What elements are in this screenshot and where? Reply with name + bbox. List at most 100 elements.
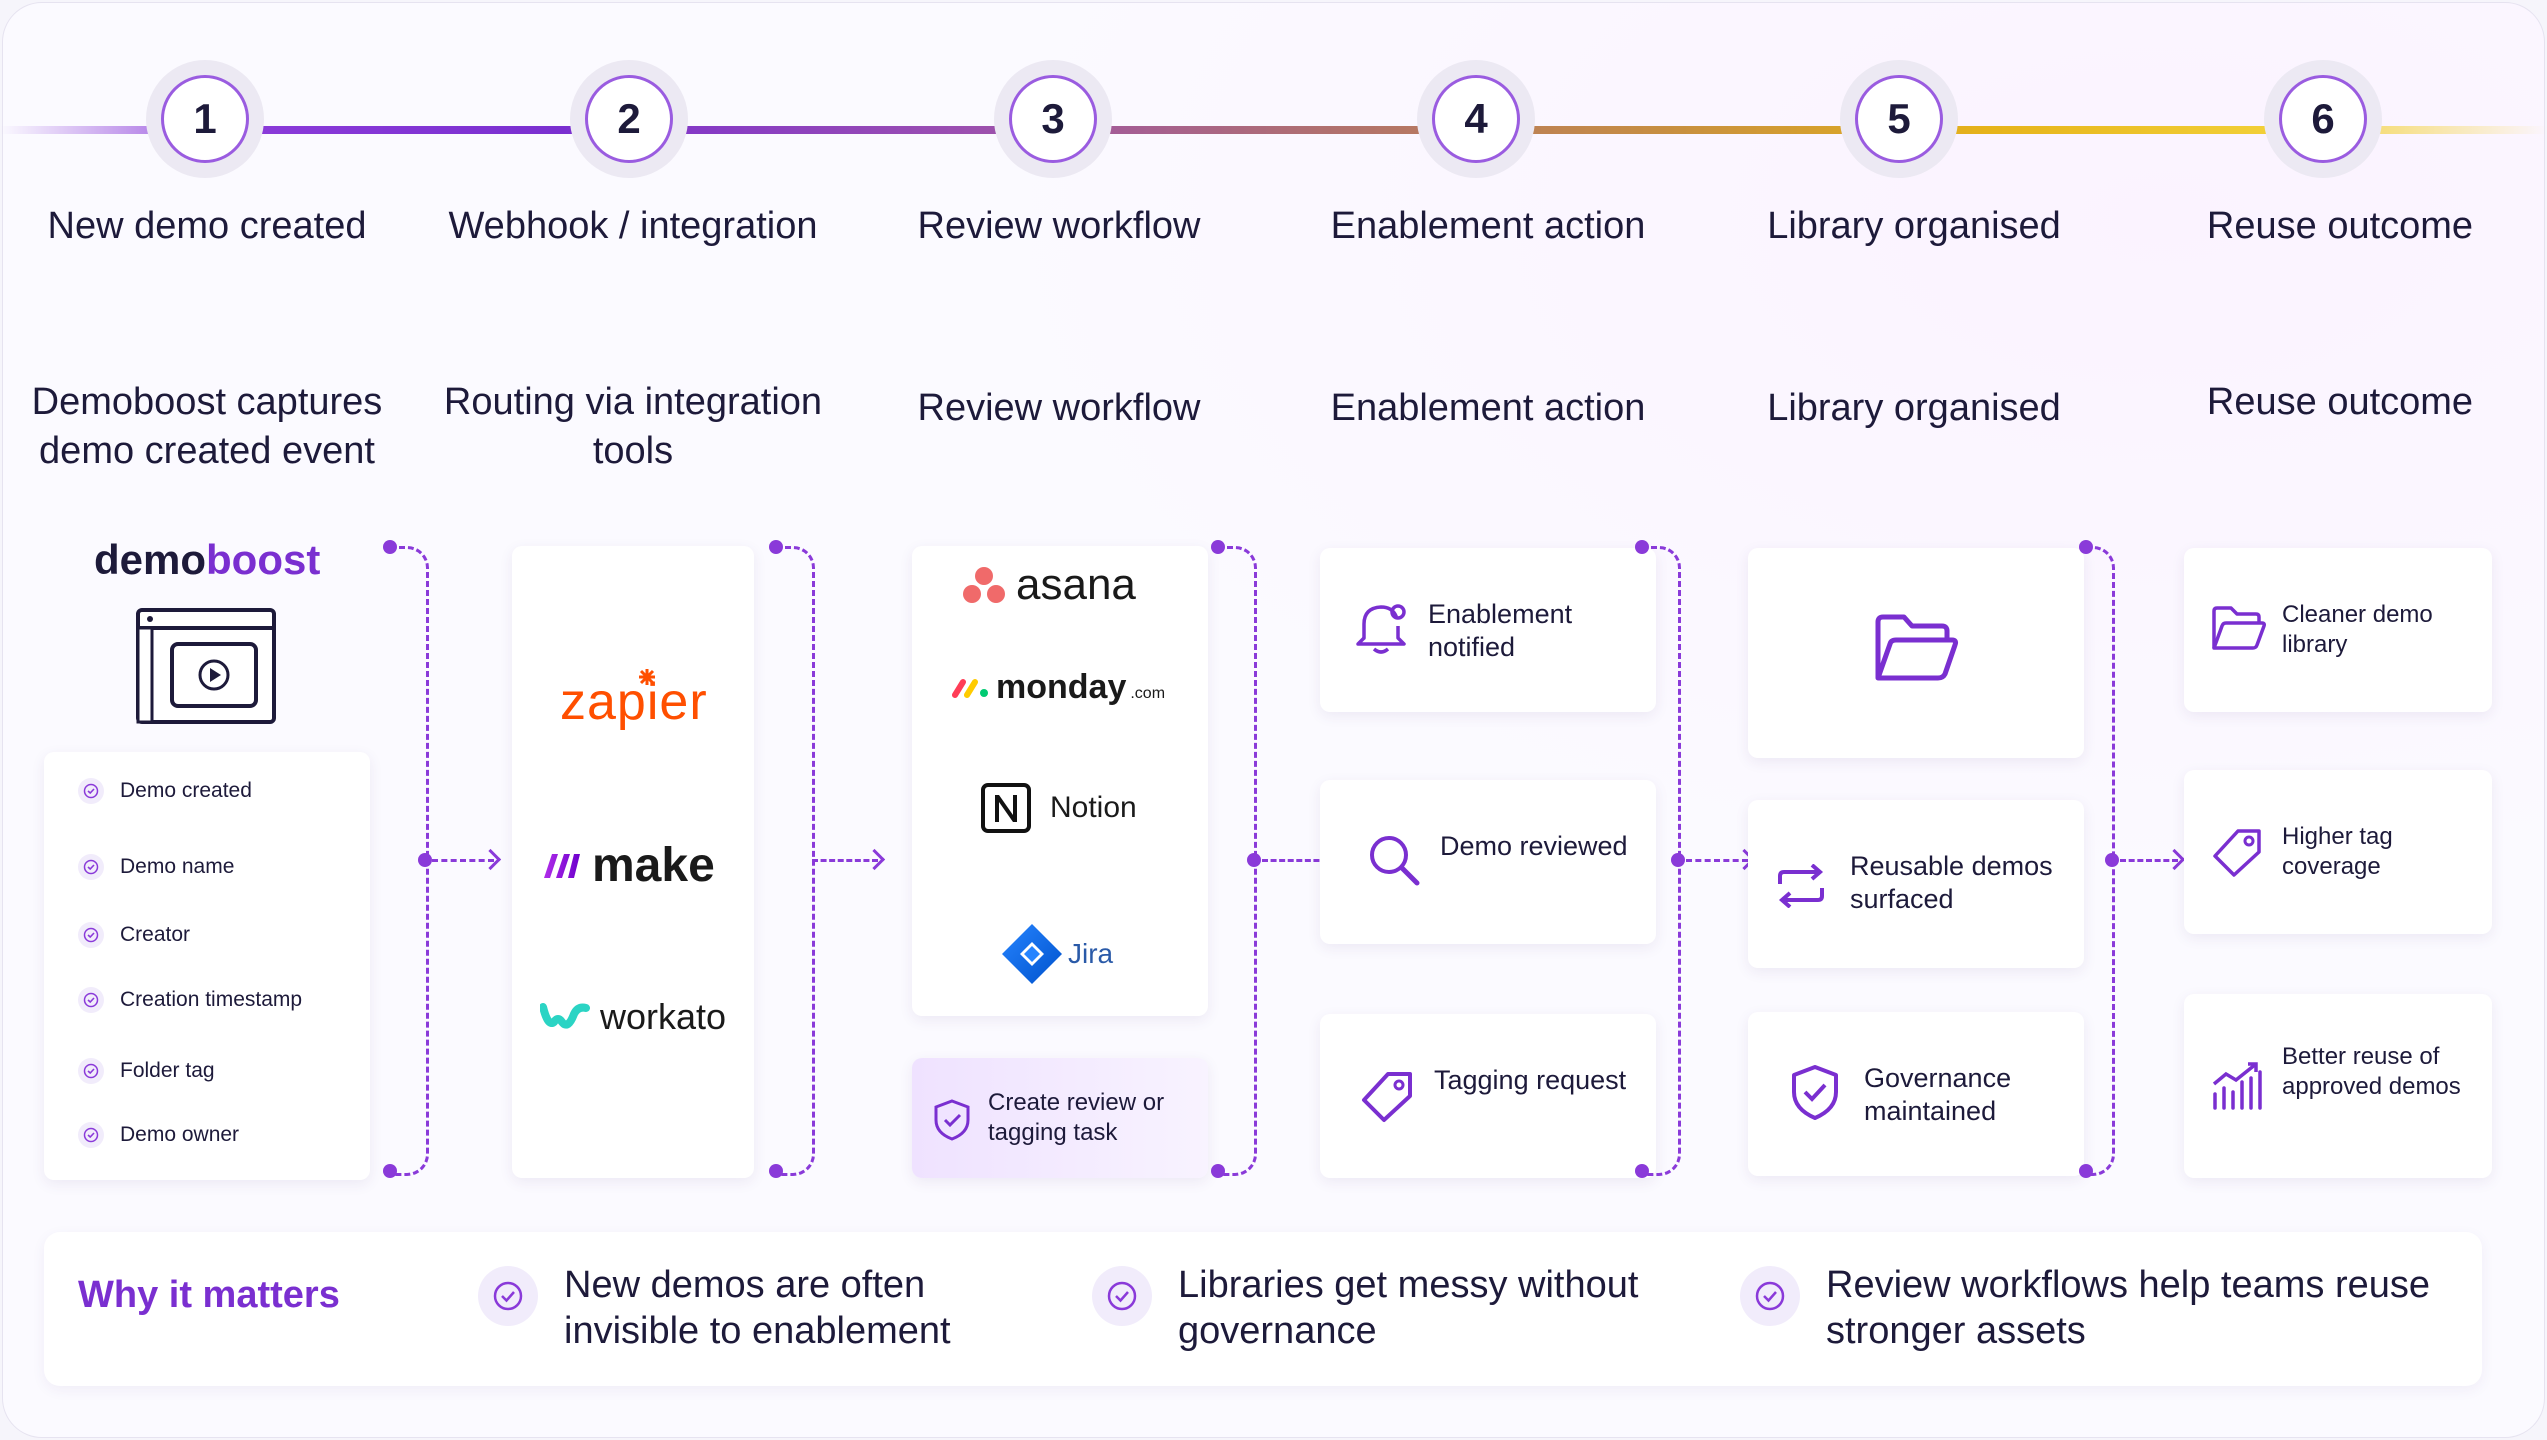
integration-tools-card: zapier make workato xyxy=(512,546,754,1178)
card-label: Demo reviewed xyxy=(1440,831,1628,861)
reusable-demos-card: Reusable demos surfaced xyxy=(1748,800,2084,968)
connector-dot xyxy=(1635,1164,1649,1178)
asana-logo: asana xyxy=(962,560,1136,610)
step-3-marker: 3 xyxy=(994,60,1112,178)
step-1-subtitle: Demoboost captures demo created event xyxy=(31,381,383,472)
make-logo: make xyxy=(542,838,715,893)
step-1-title: New demo created xyxy=(47,205,367,247)
workato-icon xyxy=(540,1003,590,1029)
workato-logo: workato xyxy=(540,996,726,1038)
demoboost-logo: demoboost xyxy=(94,536,321,583)
connector-dot xyxy=(418,853,432,867)
step-number: 6 xyxy=(2279,75,2367,163)
list-item: Creation timestamp xyxy=(78,987,302,1013)
step-4-marker: 4 xyxy=(1417,60,1535,178)
connector-dot xyxy=(2079,540,2093,554)
step-number: 4 xyxy=(1432,75,1520,163)
step-2-marker: 2 xyxy=(570,60,688,178)
step-5-subtitle: Library organised xyxy=(1767,387,2061,429)
step-number: 1 xyxy=(161,75,249,163)
create-task-label: Create review or tagging task xyxy=(988,1089,1165,1146)
list-item: Demo created xyxy=(78,778,252,804)
list-item: Demo owner xyxy=(78,1122,239,1148)
arrow-connector xyxy=(812,859,878,862)
jira-logo: Jira xyxy=(1000,922,1113,986)
connector-dot xyxy=(1247,853,1261,867)
folder-icon xyxy=(2210,604,2266,659)
review-tools-card: asana monday .com Notion Jira xyxy=(912,546,1208,1016)
card-label: Reusable demos surfaced xyxy=(1850,851,2053,914)
check-icon xyxy=(1740,1266,1800,1326)
monday-icon xyxy=(952,678,988,698)
tag-icon xyxy=(2210,824,2266,885)
check-icon xyxy=(78,778,104,804)
demo-window-icon xyxy=(136,608,276,724)
connector-dot xyxy=(2105,853,2119,867)
step-number: 2 xyxy=(585,75,673,163)
bell-icon xyxy=(1354,598,1408,661)
demo-reviewed-card: Demo reviewed xyxy=(1320,780,1656,944)
search-icon xyxy=(1366,832,1422,893)
why-item: Libraries get messy without governance xyxy=(1092,1262,1652,1354)
step-4-title: Enablement action xyxy=(1330,205,1646,247)
check-icon xyxy=(78,1058,104,1084)
zapier-asterisk-icon xyxy=(638,668,656,686)
step-4-subtitle: Enablement action xyxy=(1330,387,1646,429)
card-label: Better reuse of approved demos xyxy=(2282,1043,2461,1100)
arrow-connector xyxy=(432,859,494,862)
connector-dot xyxy=(383,540,397,554)
card-label: Enablement notified xyxy=(1428,599,1573,662)
connector-dot xyxy=(383,1164,397,1178)
connector-dot xyxy=(1211,540,1225,554)
bracket-connector xyxy=(776,546,815,1176)
notion-icon xyxy=(981,783,1031,833)
why-it-matters-panel: Why it matters New demos are often invis… xyxy=(44,1232,2482,1386)
list-item: Creator xyxy=(78,922,190,948)
bar-chart-icon xyxy=(2210,1060,2264,1115)
check-icon xyxy=(478,1266,538,1326)
connector-dot xyxy=(769,540,783,554)
make-icon xyxy=(544,853,580,878)
check-icon xyxy=(78,922,104,948)
connector-dot xyxy=(2079,1164,2093,1178)
timeline-line xyxy=(0,126,2547,134)
tag-coverage-card: Higher tag coverage xyxy=(2184,770,2492,934)
step-2-title: Webhook / integration xyxy=(448,205,818,247)
enablement-notified-card: Enablement notified xyxy=(1320,548,1656,712)
connector-dot xyxy=(1635,540,1649,554)
why-title: Why it matters xyxy=(78,1274,340,1316)
step-3-title: Review workflow xyxy=(917,205,1201,247)
step-6-subtitle: Reuse outcome xyxy=(2206,381,2474,423)
better-reuse-card: Better reuse of approved demos xyxy=(2184,994,2492,1178)
step-6-title: Reuse outcome xyxy=(2206,205,2474,247)
notion-logo: Notion xyxy=(980,782,1137,834)
check-icon xyxy=(78,1122,104,1148)
why-item-text: New demos are often invisible to enablem… xyxy=(564,1264,951,1352)
folder-open-icon xyxy=(1872,612,1960,693)
why-item-text: Review workflows help teams reuse strong… xyxy=(1826,1264,2431,1352)
cleaner-library-card: Cleaner demo library xyxy=(2184,548,2492,712)
step-1-marker: 1 xyxy=(146,60,264,178)
check-icon xyxy=(78,854,104,880)
jira-icon xyxy=(1002,924,1062,984)
step-5-marker: 5 xyxy=(1840,60,1958,178)
connector-dot xyxy=(769,1164,783,1178)
create-task-card: Create review or tagging task xyxy=(912,1058,1208,1178)
step-number: 3 xyxy=(1009,75,1097,163)
list-item: Folder tag xyxy=(78,1058,215,1084)
why-item: Review workflows help teams reuse strong… xyxy=(1740,1262,2440,1354)
repeat-icon xyxy=(1774,863,1828,913)
why-item: New demos are often invisible to enablem… xyxy=(478,1262,1038,1354)
check-icon xyxy=(78,987,104,1013)
arrow-connector xyxy=(1686,859,1748,862)
step-3-subtitle: Review workflow xyxy=(917,387,1201,429)
check-icon xyxy=(1092,1266,1152,1326)
demo-fields-card: Demo created Demo name Creator Creation … xyxy=(44,752,370,1180)
why-item-text: Libraries get messy without governance xyxy=(1178,1264,1639,1352)
governance-card: Governance maintained xyxy=(1748,1012,2084,1176)
connector-dot xyxy=(1671,853,1685,867)
card-label: Tagging request xyxy=(1434,1065,1627,1095)
shield-check-icon xyxy=(932,1098,972,1147)
card-label: Higher tag coverage xyxy=(2282,823,2393,880)
